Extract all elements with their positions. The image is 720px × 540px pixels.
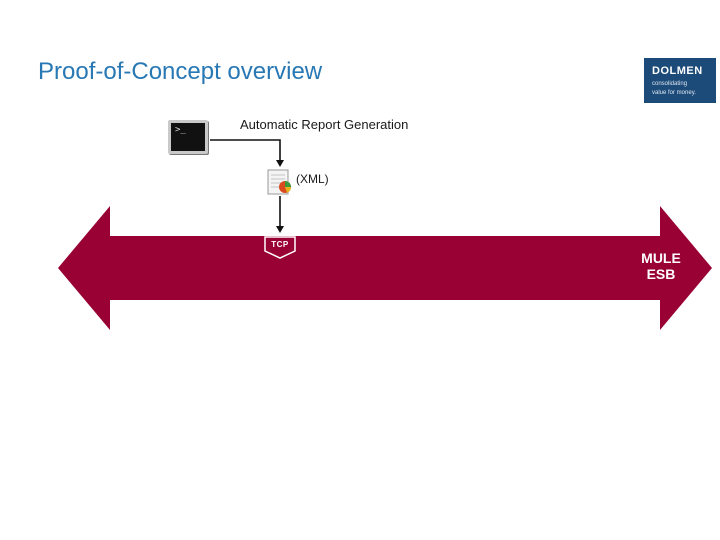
connector-arrowhead-top	[276, 160, 284, 167]
esb-bus-arrow	[58, 206, 712, 330]
dolmen-logo: DOLMEN consolidating value for money.	[644, 58, 716, 103]
logo-tagline: consolidating value for money.	[652, 80, 716, 98]
terminal-icon: >_	[168, 120, 208, 154]
process-label: Automatic Report Generation	[240, 117, 409, 132]
logo-tagline-line2: value for money.	[652, 90, 696, 96]
terminal-to-document-connector	[210, 139, 281, 160]
report-document-icon	[267, 169, 291, 195]
tcp-badge-icon	[264, 236, 296, 259]
esb-sublabel: ESB	[646, 266, 676, 282]
terminal-prompt: >_	[175, 125, 186, 135]
connector-arrowhead-bottom	[276, 226, 284, 233]
esb-label-block: MULE ESB	[636, 250, 686, 282]
tcp-label: TCP	[271, 240, 289, 249]
logo-name: DOLMEN	[652, 65, 703, 77]
logo-tagline-line1: consolidating	[652, 81, 688, 87]
esb-label: MULE	[641, 250, 681, 266]
slide-title: Proof-of-Concept overview	[38, 58, 323, 85]
document-label: (XML)	[296, 172, 329, 186]
